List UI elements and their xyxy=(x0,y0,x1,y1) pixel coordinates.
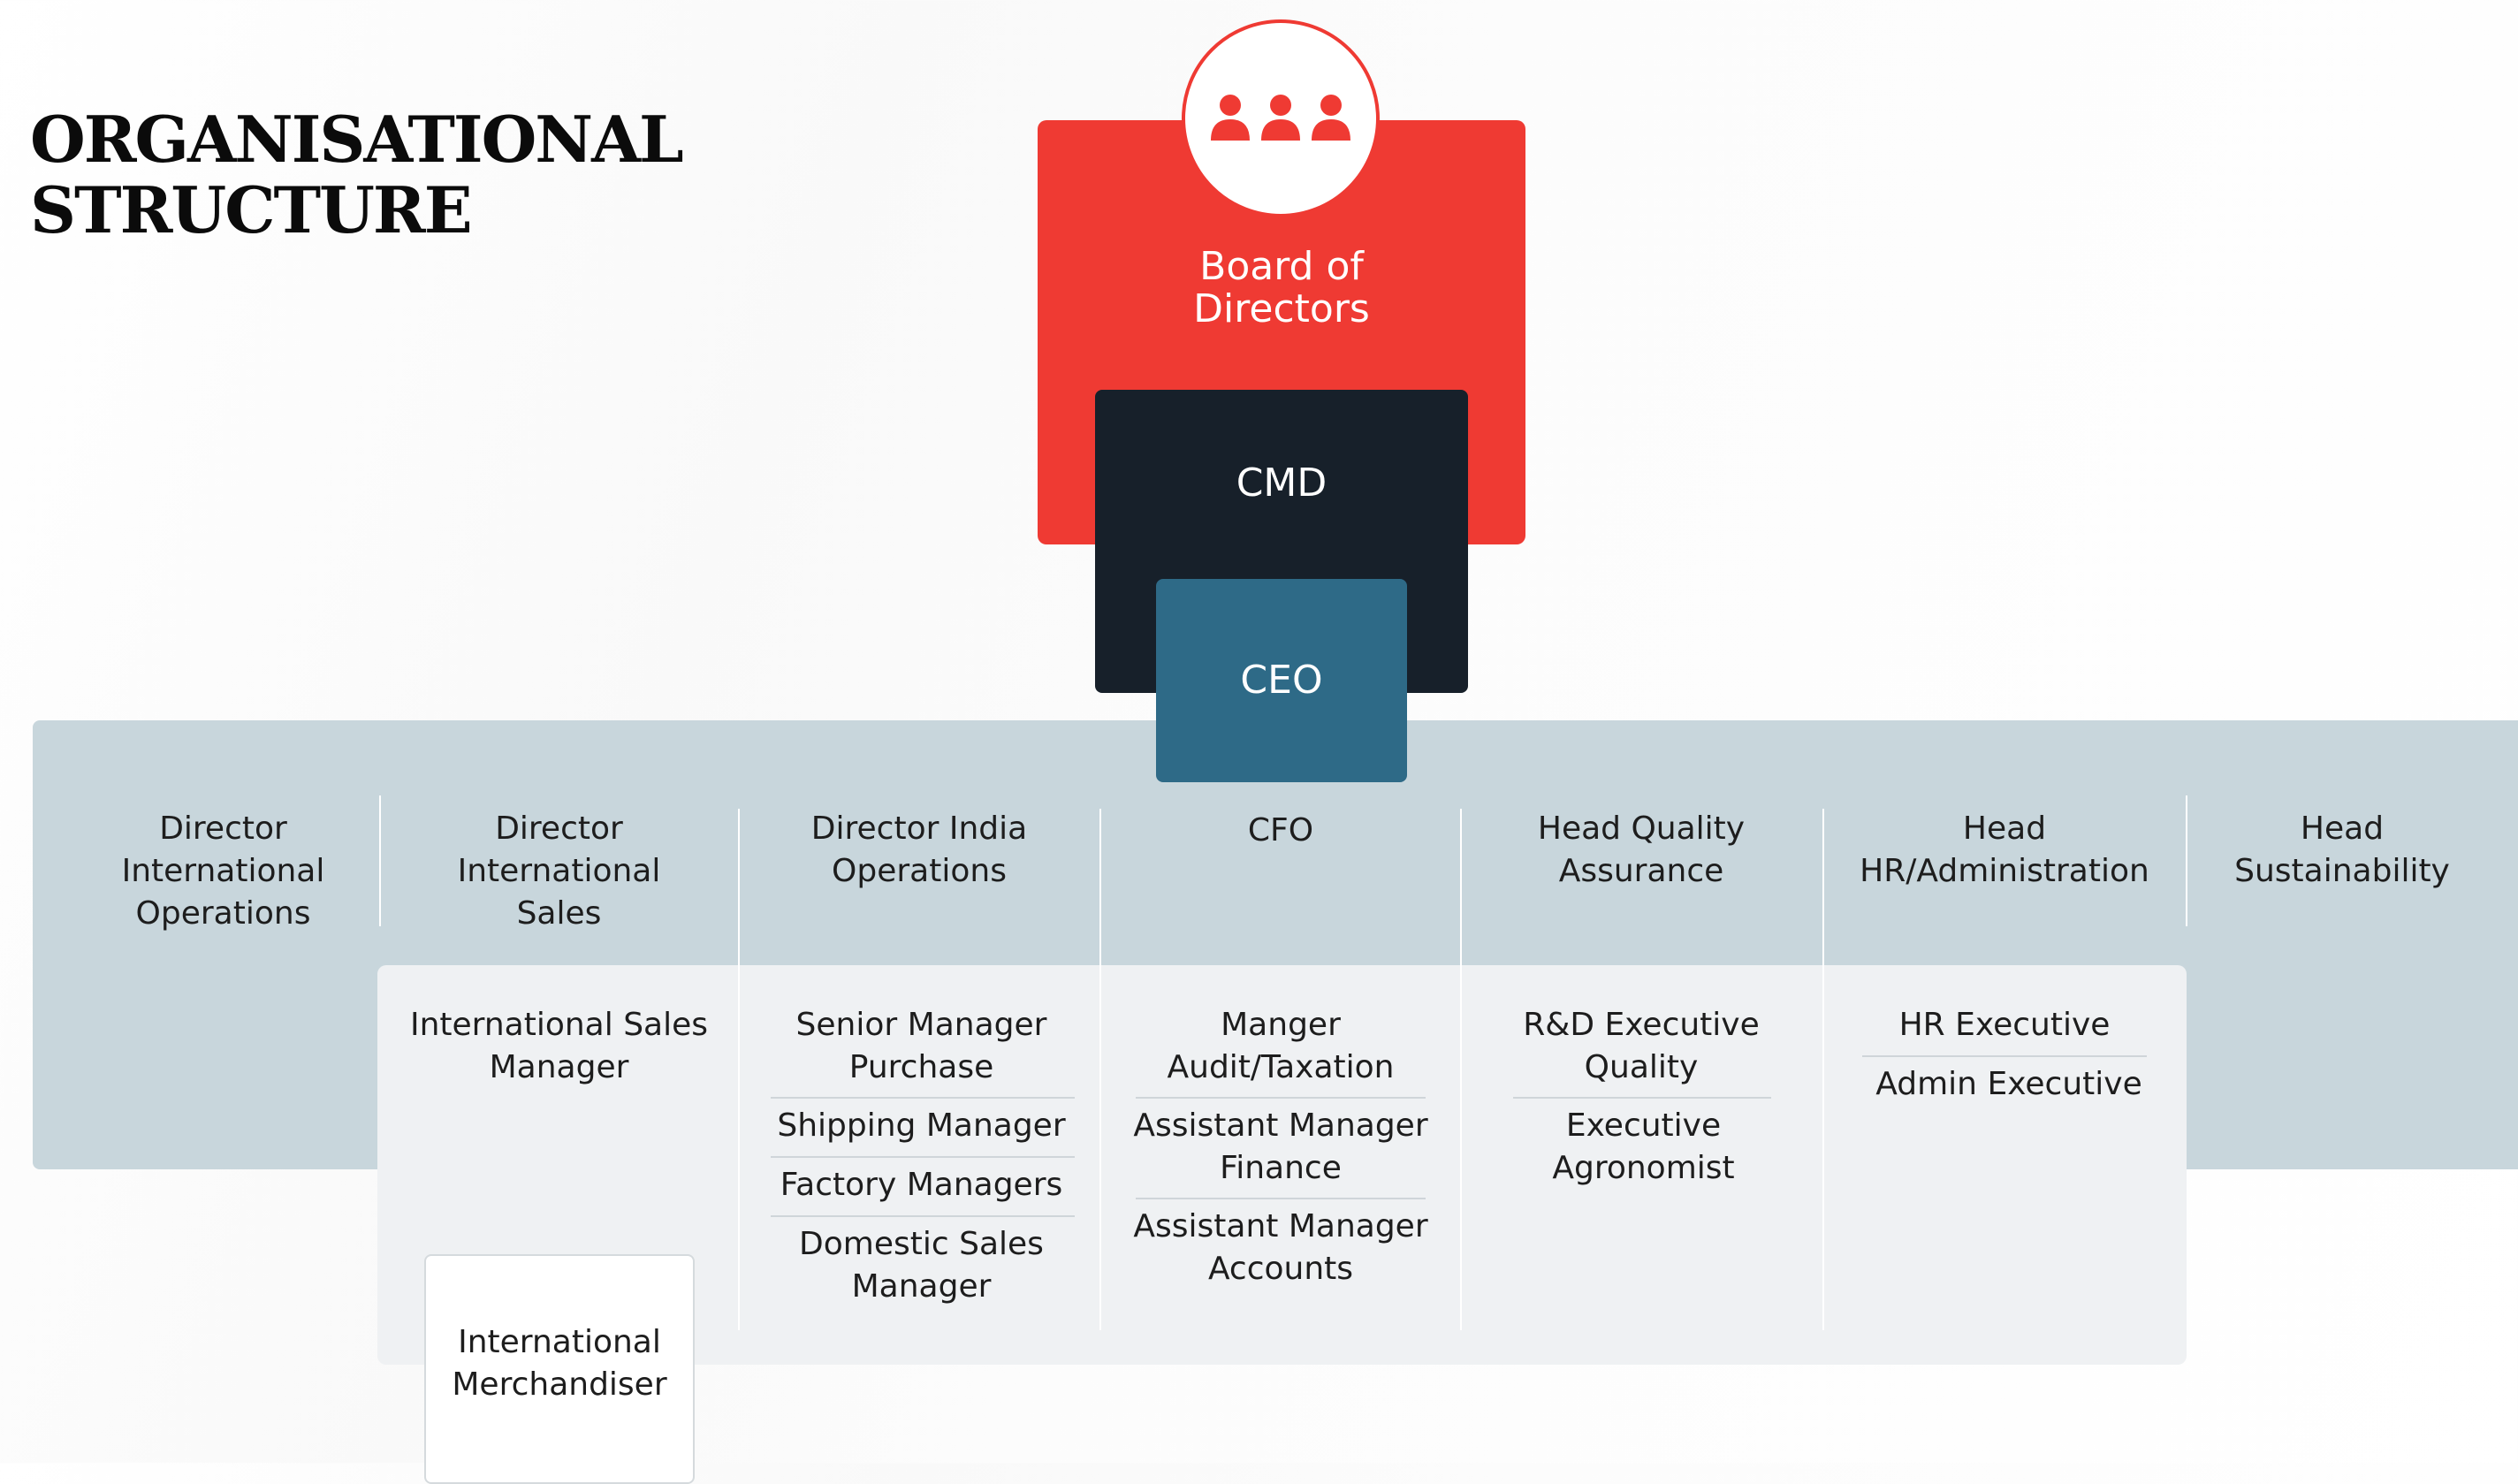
role-line: Quality xyxy=(1584,1049,1699,1085)
header-line: Operations xyxy=(135,895,311,932)
role-domestic-sales-manager: Domestic Sales Manager xyxy=(747,1223,1096,1308)
role-separator xyxy=(771,1097,1075,1099)
header-line: Head Quality xyxy=(1537,810,1746,847)
header-line: HR/Administration xyxy=(1860,853,2149,889)
header-line: Operations xyxy=(832,853,1007,889)
role-line: Executive xyxy=(1565,1107,1722,1144)
header-director-international-operations: Director International Operations xyxy=(53,808,393,935)
role-line: Merchandiser xyxy=(452,1366,667,1403)
role-international-merchandiser: International Merchandiser xyxy=(424,1321,695,1406)
header-director-india-operations: Director India Operations xyxy=(747,808,1092,893)
role-manger-audit-taxation: Manger Audit/Taxation xyxy=(1108,1004,1453,1089)
role-line: Manager xyxy=(851,1268,992,1305)
role-executive-agronomist: Executive Agronomist xyxy=(1469,1105,1818,1190)
role-admin-executive: Admin Executive xyxy=(1836,1063,2182,1106)
header-head-quality-assurance: Head Quality Assurance xyxy=(1469,808,1814,893)
role-line: Assistant Manager xyxy=(1133,1208,1428,1244)
role-line: R&D Executive xyxy=(1523,1007,1760,1043)
board-label-line-1: Board of xyxy=(1199,244,1364,289)
header-head-hr-administration: Head HR/Administration xyxy=(1831,808,2178,893)
page-title: ORGANISATIONAL STRUCTURE xyxy=(30,102,684,247)
column-divider xyxy=(1099,809,1101,1330)
role-line: Purchase xyxy=(848,1049,994,1085)
role-international-sales-manager: International Sales Manager xyxy=(389,1004,729,1089)
role-line: Domestic Sales xyxy=(799,1226,1044,1262)
header-line: Head xyxy=(2300,810,2385,847)
column-divider xyxy=(1822,809,1824,1330)
column-divider xyxy=(738,809,740,1330)
column-divider xyxy=(2186,795,2187,926)
header-line: Sales xyxy=(516,895,602,932)
role-line: Assistant Manager xyxy=(1133,1107,1428,1144)
header-line: Director India xyxy=(810,810,1028,847)
role-line: International Sales xyxy=(409,1007,709,1043)
role-line: Manger xyxy=(1221,1007,1341,1043)
header-line: Director xyxy=(495,810,623,847)
role-separator xyxy=(1862,1055,2147,1057)
column-divider xyxy=(379,795,381,926)
role-line: International xyxy=(458,1324,661,1360)
header-line: CFO xyxy=(1247,812,1314,849)
role-line: Shipping Manager xyxy=(777,1107,1066,1144)
header-line: Sustainability xyxy=(2234,853,2450,889)
role-assistant-manager-finance: Assistant Manager Finance xyxy=(1108,1105,1453,1190)
header-line: International xyxy=(457,853,661,889)
role-line: Manager xyxy=(489,1049,629,1085)
role-line: Agronomist xyxy=(1552,1150,1735,1186)
cmd-label: CMD xyxy=(1236,460,1327,506)
role-line: Factory Managers xyxy=(780,1167,1063,1203)
role-factory-managers: Factory Managers xyxy=(747,1164,1096,1206)
header-line: Director xyxy=(159,810,287,847)
header-line: Head xyxy=(1962,810,2047,847)
role-line: Accounts xyxy=(1207,1251,1354,1287)
board-icon-circle xyxy=(1182,19,1380,217)
header-line: Assurance xyxy=(1558,853,1724,889)
role-separator xyxy=(1136,1198,1426,1199)
page-title-line-2: STRUCTURE xyxy=(30,172,473,247)
board-of-directors-label: Board of Directors xyxy=(1038,246,1525,331)
role-shipping-manager: Shipping Manager xyxy=(747,1105,1096,1147)
board-label-line-2: Directors xyxy=(1193,286,1370,331)
role-rd-executive-quality: R&D Executive Quality xyxy=(1469,1004,1814,1089)
people-group-icon xyxy=(1211,95,1350,141)
ceo-box xyxy=(1156,579,1407,782)
role-separator xyxy=(771,1215,1075,1217)
role-senior-manager-purchase: Senior Manager Purchase xyxy=(747,1004,1096,1089)
role-line: Audit/Taxation xyxy=(1167,1049,1395,1085)
role-line: Senior Manager xyxy=(795,1007,1047,1043)
column-divider xyxy=(1460,809,1462,1330)
role-separator xyxy=(1513,1097,1771,1099)
header-line: International xyxy=(121,853,325,889)
role-separator xyxy=(771,1156,1075,1158)
role-line: Admin Executive xyxy=(1875,1066,2142,1102)
header-head-sustainability: Head Sustainability xyxy=(2192,808,2492,893)
role-line: Finance xyxy=(1220,1150,1342,1186)
role-line: HR Executive xyxy=(1898,1007,2111,1043)
header-cfo: CFO xyxy=(1108,810,1453,852)
ceo-label: CEO xyxy=(1240,658,1323,703)
role-assistant-manager-accounts: Assistant Manager Accounts xyxy=(1108,1206,1453,1290)
role-hr-executive: HR Executive xyxy=(1831,1004,2178,1046)
page-title-line-1: ORGANISATIONAL xyxy=(30,102,684,177)
header-director-international-sales: Director International Sales xyxy=(389,808,729,935)
role-separator xyxy=(1136,1097,1426,1099)
